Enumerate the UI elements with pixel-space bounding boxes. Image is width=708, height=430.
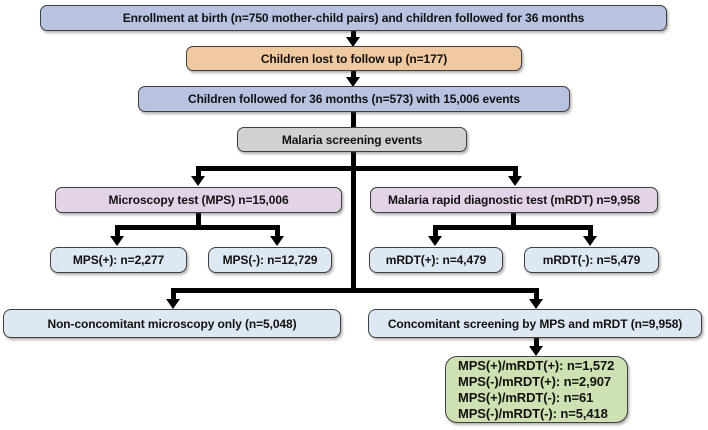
node-malaria-screening-events: Malaria screening events	[237, 127, 467, 152]
connector-enrollment-to-lost	[351, 31, 356, 39]
combo-line-4: MPS(-)/mRDT(-): n=5,418	[458, 405, 608, 421]
combo-line-3: MPS(+)/mRDT(-): n=61	[458, 389, 594, 405]
connector-concomitance-branch	[171, 288, 539, 293]
connector-to-mrdt-negative	[588, 225, 593, 236]
connector-to-non-concomitant	[171, 288, 176, 299]
connector-concomitant-to-combos	[534, 338, 539, 347]
arrowhead-to-rapid-test	[508, 176, 522, 186]
connector-to-mrdt-positive	[433, 225, 438, 236]
arrowhead-to-combos	[529, 346, 543, 356]
arrowhead-to-mrdt-positive	[428, 236, 442, 246]
connector-branch-to-microscopy	[196, 166, 201, 176]
arrowhead-to-mps-negative	[270, 236, 284, 246]
connector-rapid-test-stub	[511, 213, 516, 227]
node-mrdt-negative: mRDT(-): n=5,479	[524, 247, 659, 273]
connector-branch-to-rapid-test	[513, 166, 518, 176]
node-rapid-diagnostic-test: Malaria rapid diagnostic test (mRDT) n=9…	[370, 187, 658, 213]
arrowhead-to-concomitant	[529, 299, 543, 309]
connector-to-mps-negative	[275, 225, 280, 236]
node-mps-negative: MPS(-): n=12,729	[208, 247, 332, 273]
node-mps-positive: MPS(+): n=2,277	[50, 247, 187, 273]
node-lost-to-follow-up: Children lost to follow up (n=177)	[186, 46, 522, 71]
connector-followed-to-screening	[351, 112, 356, 127]
arrowhead-to-mrdt-negative	[583, 236, 597, 246]
node-microscopy-test: Microscopy test (MPS) n=15,006	[55, 187, 342, 213]
connector-to-mps-positive	[115, 225, 120, 236]
node-concomitant: Concomitant screening by MPS and mRDT (n…	[368, 309, 702, 338]
arrowhead-to-followed	[346, 77, 360, 87]
arrowhead-to-non-concomitant	[166, 299, 180, 309]
combo-line-2: MPS(-)/mRDT(+): n=2,907	[458, 373, 612, 389]
connector-rapid-test-branch	[433, 225, 593, 230]
node-non-concomitant: Non-concomitant microscopy only (n=5,048…	[3, 309, 341, 338]
connector-central-spine	[351, 152, 356, 292]
connector-microscopy-branch	[115, 225, 280, 230]
connector-screening-branch	[196, 166, 518, 171]
arrowhead-to-mps-positive	[110, 236, 124, 246]
node-followed-36-months: Children followed for 36 months (n=573) …	[138, 86, 570, 112]
node-mrdt-positive: mRDT(+): n=4,479	[369, 247, 503, 273]
connector-lost-to-followed	[351, 71, 356, 79]
node-mps-mrdt-combinations: MPS(+)/mRDT(+): n=1,572 MPS(-)/mRDT(+): …	[445, 356, 628, 423]
arrowhead-to-microscopy	[191, 176, 205, 186]
connector-to-concomitant	[534, 288, 539, 299]
connector-microscopy-stub	[196, 213, 201, 227]
node-enrollment: Enrollment at birth (n=750 mother-child …	[40, 5, 667, 31]
combo-line-1: MPS(+)/mRDT(+): n=1,572	[458, 357, 615, 373]
arrowhead-to-lost	[346, 37, 360, 47]
